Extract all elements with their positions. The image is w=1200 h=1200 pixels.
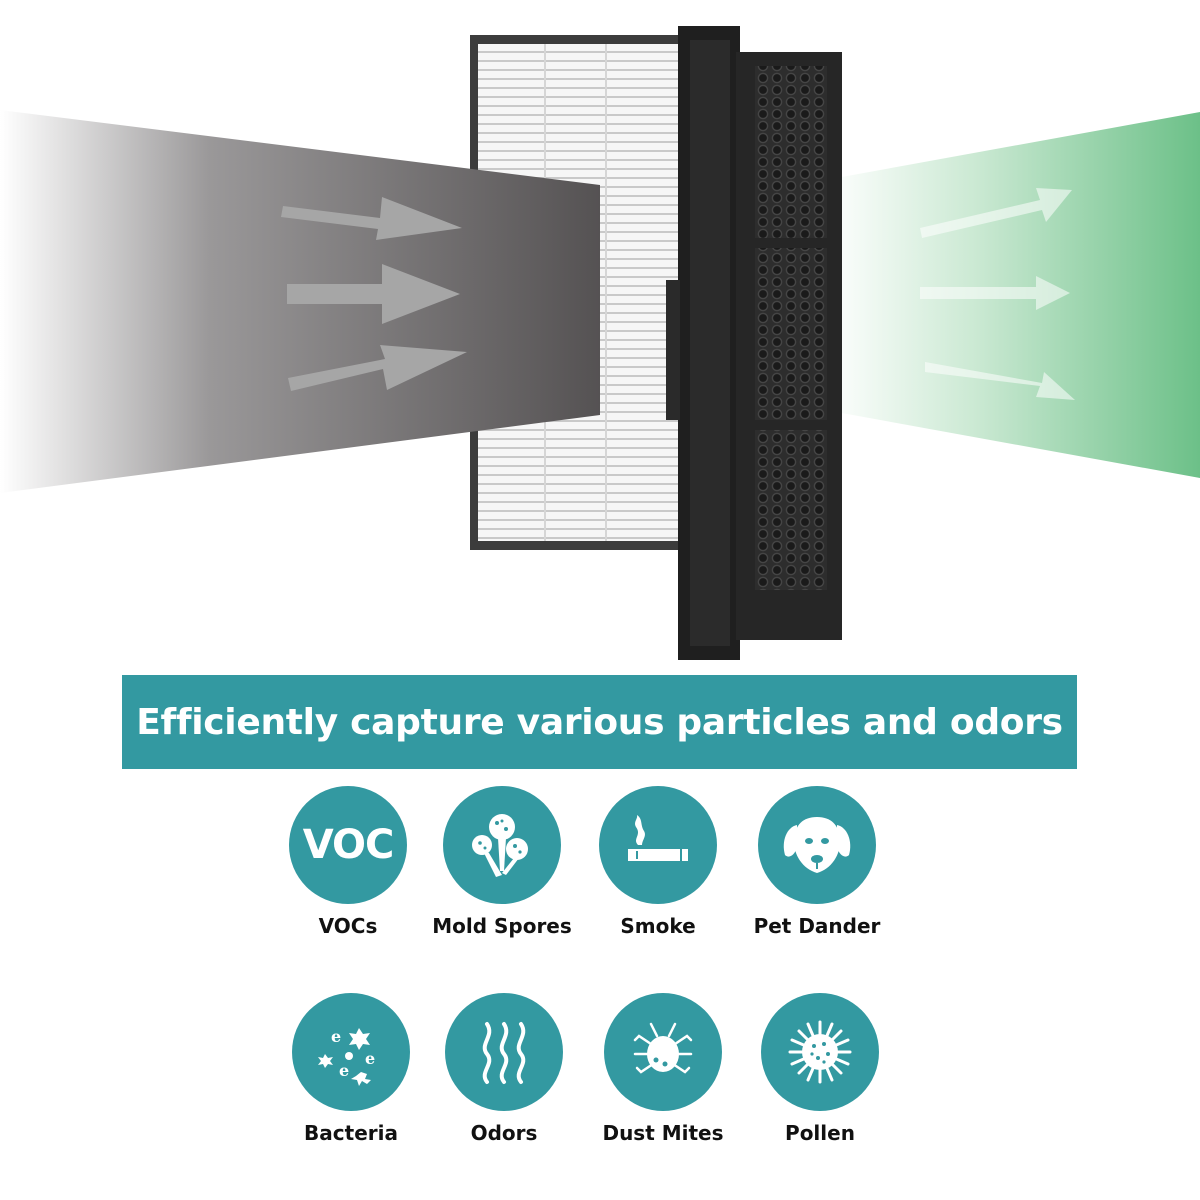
- feature-pollen: Pollen: [730, 993, 910, 1145]
- pollen-icon: [761, 993, 879, 1111]
- odor-waves-icon: [445, 993, 563, 1111]
- feature-odors: Odors: [414, 993, 594, 1145]
- carbon-filter: [666, 26, 842, 660]
- feature-label: Smoke: [620, 914, 696, 938]
- feature-dust-mites: Dust Mites: [573, 993, 753, 1145]
- feature-label: Odors: [470, 1121, 538, 1145]
- voc-icon: VOC: [289, 786, 407, 904]
- voc-icon-text: VOC: [302, 822, 395, 868]
- filter-airflow-illustration: [0, 26, 1200, 660]
- inflow-arrows: [281, 197, 467, 391]
- feature-label: Pollen: [785, 1121, 855, 1145]
- feature-bacteria: e e e Bacteria: [261, 993, 441, 1145]
- feature-label: Mold Spores: [432, 914, 572, 938]
- feature-smoke: Smoke: [568, 786, 748, 938]
- hepa-filter: [470, 35, 700, 550]
- mold-spores-icon: [443, 786, 561, 904]
- feature-label: Dust Mites: [602, 1121, 724, 1145]
- svg-text:e: e: [365, 1049, 375, 1068]
- bacteria-icon: e e e: [292, 993, 410, 1111]
- outflow-arrows: [920, 188, 1075, 400]
- cigarette-icon: [599, 786, 717, 904]
- headline-banner: Efficiently capture various particles an…: [122, 675, 1077, 769]
- feature-label: Bacteria: [304, 1121, 398, 1145]
- feature-label: Pet Dander: [753, 914, 881, 938]
- dog-icon: [758, 786, 876, 904]
- feature-mold-spores: Mold Spores: [412, 786, 592, 938]
- feature-pet-dander: Pet Dander: [727, 786, 907, 938]
- svg-text:e: e: [339, 1061, 349, 1080]
- feature-vocs: VOC VOCs: [258, 786, 438, 938]
- svg-text:e: e: [331, 1027, 341, 1046]
- dust-mite-icon: [604, 993, 722, 1111]
- feature-label: VOCs: [318, 914, 378, 938]
- headline-text: Efficiently capture various particles an…: [136, 701, 1063, 743]
